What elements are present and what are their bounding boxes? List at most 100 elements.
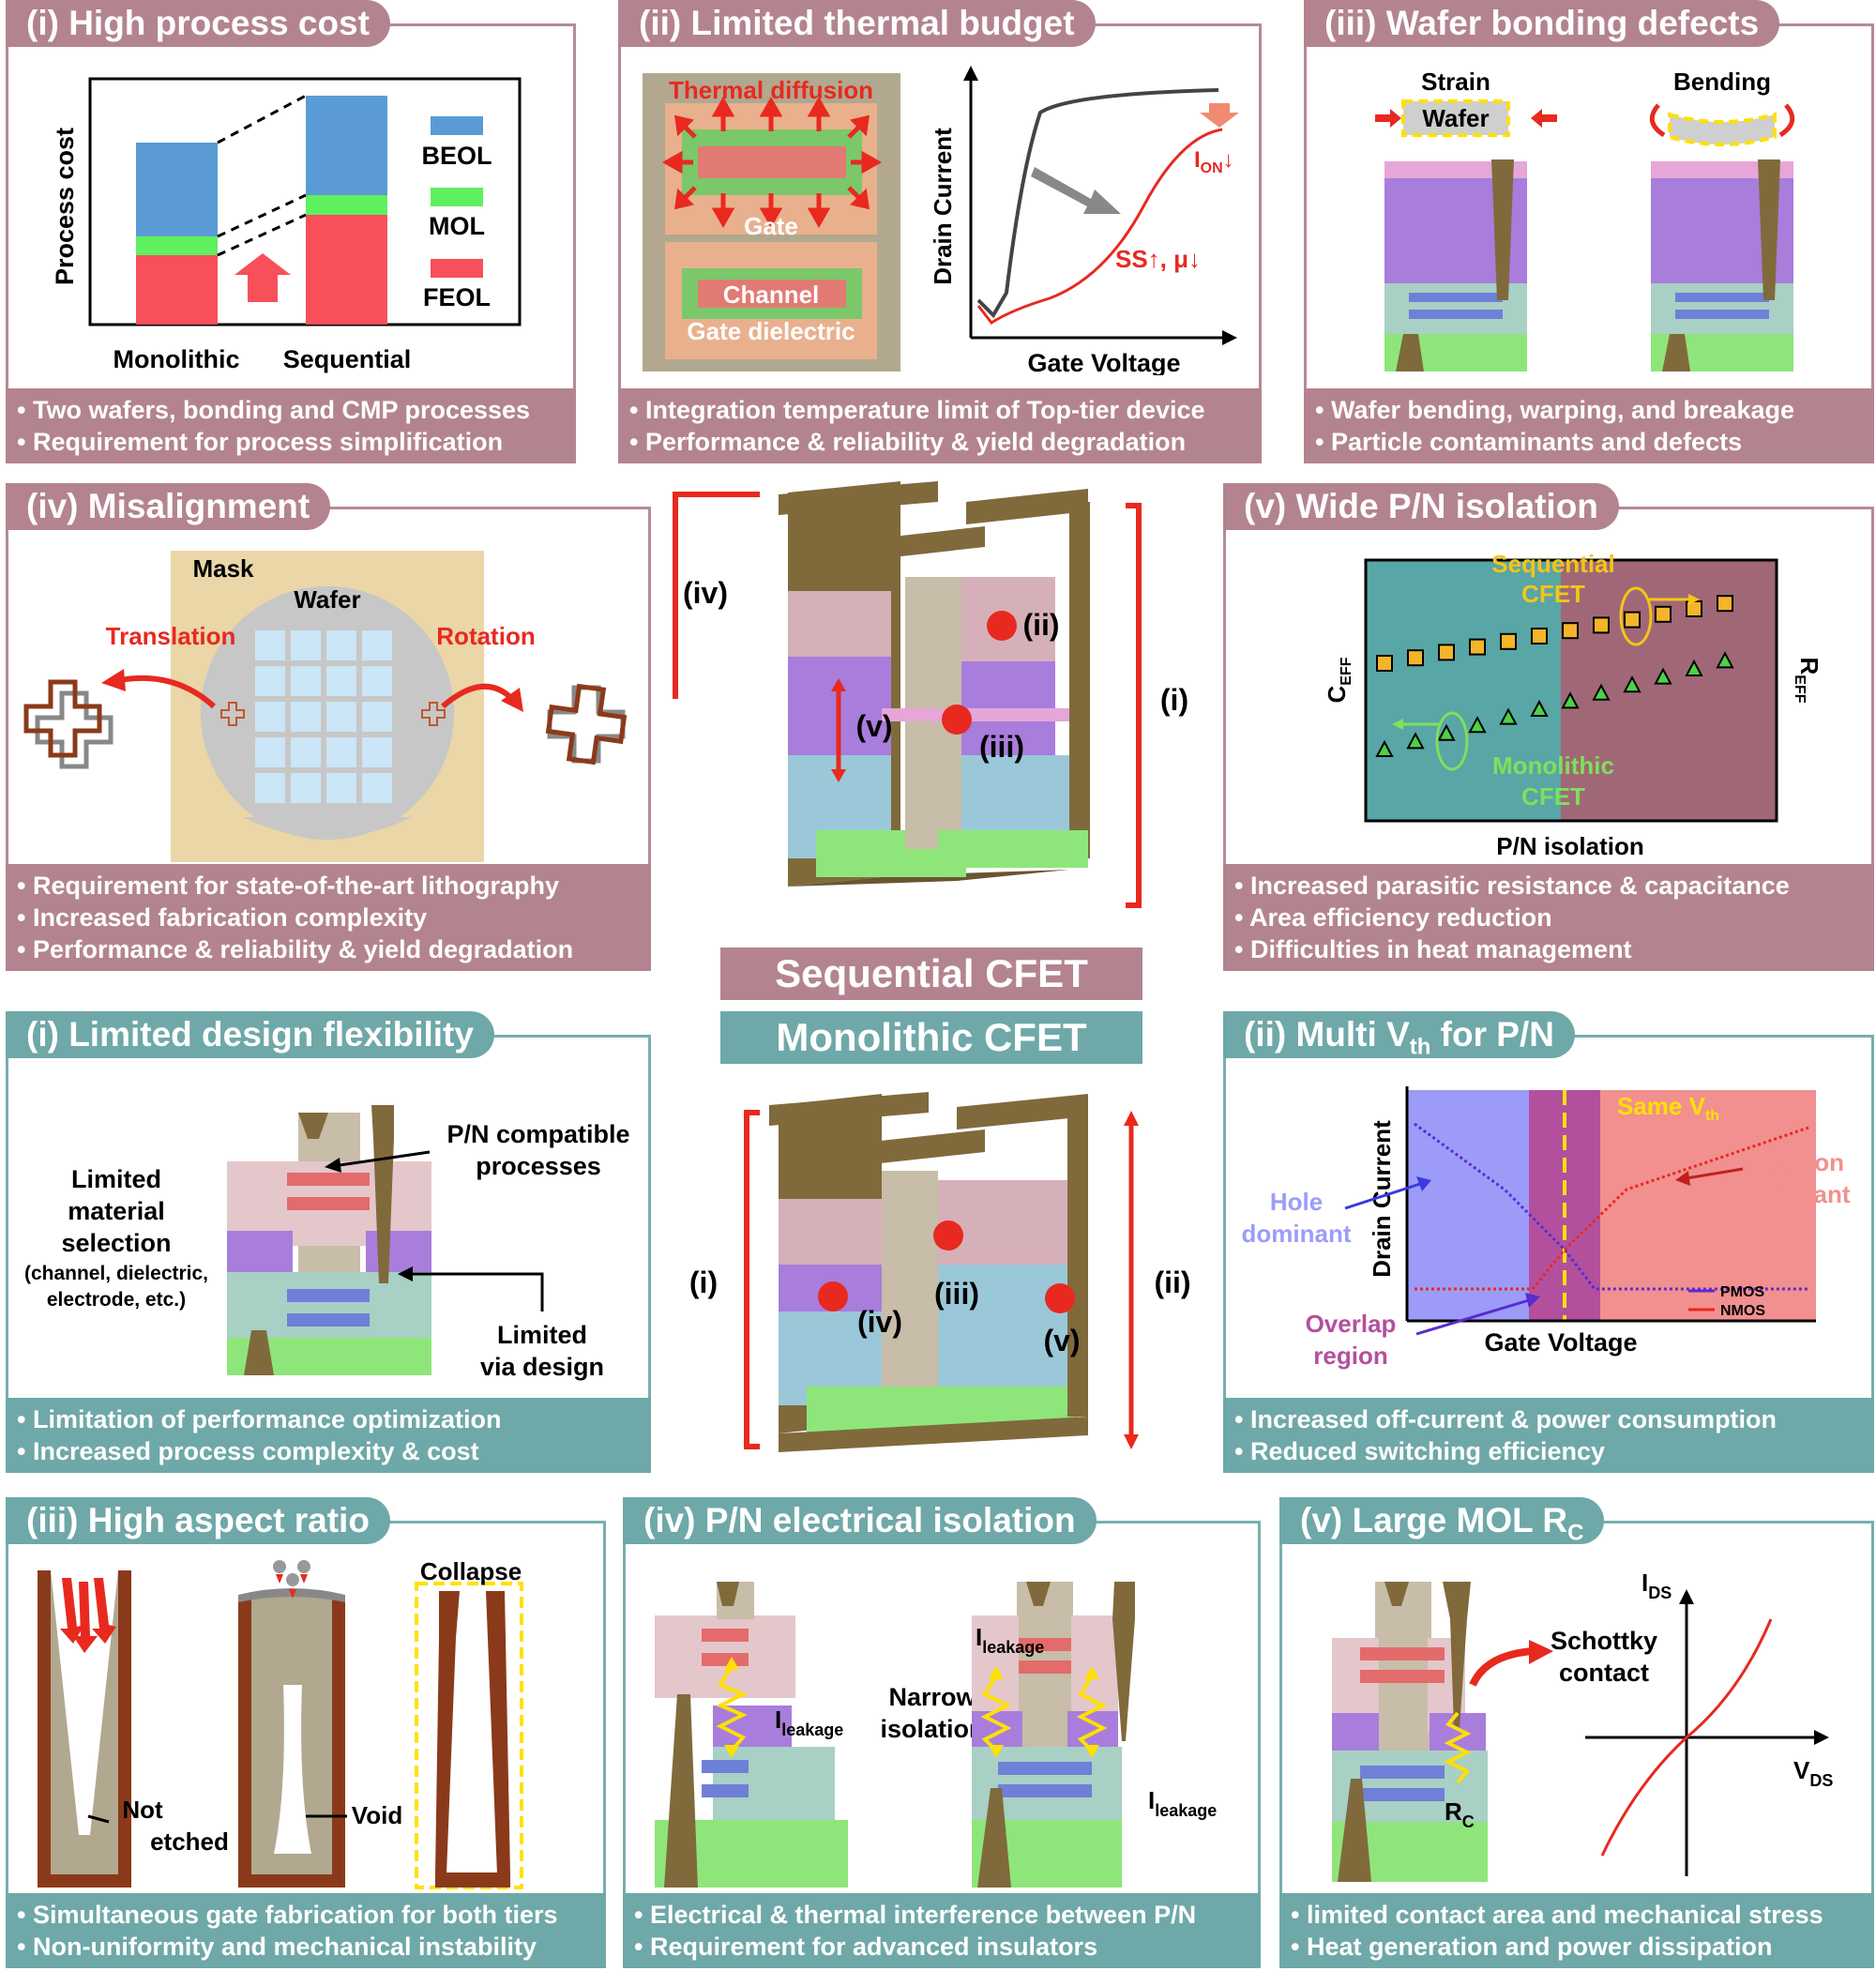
label-v: (v)	[1043, 1324, 1080, 1357]
material-label: material	[68, 1197, 165, 1225]
panel-title: (ii) Multi Vth for P/N	[1223, 1011, 1575, 1059]
wafer-label: Wafer	[1422, 104, 1489, 132]
y-axis-label: Process cost	[51, 128, 79, 285]
x-axis-label: P/N isolation	[1496, 832, 1643, 860]
drop-arrow-icon	[1200, 103, 1239, 128]
gate-label: Gate	[744, 212, 798, 240]
process-cost-chart: Process cost BEOL MOL FEOL Monolithic Se…	[51, 77, 522, 373]
translation-arrow-icon	[119, 675, 217, 709]
reff-label: REFF	[1792, 658, 1823, 704]
sequential-point	[1469, 638, 1486, 656]
monolithic-ellipse	[1435, 711, 1469, 771]
label-i: (i)	[689, 1266, 718, 1299]
strain-label: Strain	[1421, 68, 1490, 96]
small-mark-left-icon	[220, 702, 245, 726]
etched-label: etched	[150, 1827, 229, 1856]
electron-dominant-label: dominant	[1741, 1180, 1851, 1208]
monolithic-point	[1685, 659, 1703, 676]
hole-label: Hole	[1270, 1188, 1323, 1216]
pn-compatible-label: P/N compatible	[446, 1120, 629, 1148]
panel-title: (iv) Misalignment	[6, 483, 331, 530]
label-ii: (ii)	[1154, 1266, 1190, 1299]
monolithic-point	[1499, 707, 1518, 725]
panel-title: (iii) High aspect ratio	[6, 1497, 390, 1544]
ion-label: ION↓	[1194, 147, 1234, 176]
panel-large-mol-rc: (v) Large MOL RC RC Schottky contact IDS…	[1279, 1497, 1874, 1968]
rc-zigzag	[1444, 1711, 1472, 1784]
isolation-label: isolation	[880, 1715, 984, 1743]
category-monolithic: Monolithic	[113, 345, 240, 373]
die-grid	[255, 630, 392, 803]
legend-feol: FEOL	[423, 283, 491, 311]
legend-beol: BEOL	[421, 142, 492, 170]
panel-wafer-bonding-defects: (iii) Wafer bonding defects Strain Bendi…	[1304, 0, 1874, 463]
panel-high-aspect-ratio: (iii) High aspect ratio Collapse Not etc…	[6, 1497, 606, 1968]
panel-footer: Two wafers, bonding and CMP processesReq…	[6, 388, 576, 463]
mask-label: Mask	[192, 554, 254, 583]
multi-vth-chart: Drain Current Gate Voltage Same Vth PMOS…	[1242, 1086, 1851, 1370]
sequential-point	[1562, 622, 1579, 640]
monolithic-points	[1375, 651, 1734, 757]
ileakage-label-2: Ileakage	[976, 1623, 1044, 1657]
panel-high-process-cost: (i) High process cost Process cost BEOL …	[6, 0, 576, 463]
nmos-curve	[1415, 1126, 1809, 1291]
processes-label: processes	[476, 1152, 601, 1180]
bend-arrow-right-icon	[1778, 103, 1795, 138]
legend-mol: MOL	[429, 212, 485, 240]
panel-footer: Electrical & thermal interference betwee…	[623, 1893, 1261, 1968]
panel-title: (iv) P/N electrical isolation	[623, 1497, 1097, 1544]
device-stack-strain	[1384, 159, 1527, 371]
collapse-label: Collapse	[420, 1557, 522, 1585]
misalignment-figure: Mask Wafer Translation Rotation	[23, 551, 628, 862]
panel-title: (iii) Wafer bonding defects	[1304, 0, 1780, 47]
sequential-point	[1717, 595, 1733, 613]
panel-footer: Increased off-current & power consumptio…	[1223, 1398, 1874, 1473]
panel-multi-vth: (ii) Multi Vth for P/N Drain Current Gat…	[1223, 1011, 1874, 1473]
increase-arrow-icon	[234, 253, 291, 302]
device-stack-bending	[1651, 159, 1793, 371]
bar-monolithic-feol	[136, 255, 218, 325]
ss-mobility-label: SS↑, μ↓	[1115, 245, 1201, 273]
materials-detail-1: (channel, dielectric,	[24, 1263, 208, 1284]
aspect-ratio-figure: Collapse Not etched Void	[38, 1557, 523, 1889]
rotation-label: Rotation	[436, 622, 535, 650]
schottky-arrow-icon	[1469, 1647, 1534, 1687]
panel-footer: Increased parasitic resistance & capacit…	[1223, 864, 1874, 971]
via-design-label: via design	[480, 1353, 604, 1381]
materials-detail-2: electrode, etc.)	[47, 1289, 186, 1311]
overlap-region-label: region	[1313, 1342, 1387, 1370]
degraded-curve	[976, 128, 1223, 325]
contact-label: contact	[1559, 1659, 1649, 1687]
same-vth-label: Same Vth	[1617, 1092, 1719, 1124]
sequential-point	[1624, 611, 1641, 629]
monolithic-point	[1530, 699, 1549, 717]
hole-dominant-label: dominant	[1242, 1220, 1352, 1248]
panel-footer: Wafer bending, warping, and breakagePart…	[1304, 388, 1874, 463]
legend-pmos: PMOS	[1720, 1284, 1764, 1300]
panel-title: (v) Large MOL RC	[1279, 1497, 1605, 1545]
strain-left-arrow-icon	[1375, 109, 1401, 128]
leakage-zigzag-1	[716, 1664, 748, 1752]
monolithic-point	[1375, 739, 1394, 757]
panel-title: (v) Wide P/N isolation	[1223, 483, 1619, 530]
panel-footer: Integration temperature limit of Top-tie…	[618, 388, 1262, 463]
monolithic-point	[1468, 716, 1487, 734]
cross-mark-translation-icon	[35, 690, 113, 769]
label-i: (i)	[1160, 683, 1188, 717]
bend-arrow-left-icon	[1649, 103, 1666, 138]
panel-wide-pn-isolation: (v) Wide P/N isolation Sequential CFET M…	[1223, 483, 1874, 971]
not-label: Not	[122, 1796, 163, 1824]
leakage-zigzag-2	[980, 1674, 1012, 1752]
label-iv: (iv)	[857, 1305, 902, 1339]
monolithic-point	[1406, 732, 1425, 750]
wafer-bonding-figure: Strain Bending Wafer	[1375, 68, 1795, 371]
bar-monolithic-mol	[136, 236, 218, 255]
electron-label: Electron	[1747, 1148, 1844, 1176]
legend-nmos: NMOS	[1720, 1303, 1765, 1319]
translation-label: Translation	[106, 622, 236, 650]
panel-limited-design-flexibility: (i) Limited design flexibility P/N compa…	[6, 1011, 651, 1473]
limited-via-label: Limited	[497, 1321, 587, 1349]
overlap-label: Overlap	[1306, 1310, 1397, 1338]
sequential-label: Sequential	[1491, 550, 1614, 578]
sequential-point	[1407, 649, 1424, 667]
